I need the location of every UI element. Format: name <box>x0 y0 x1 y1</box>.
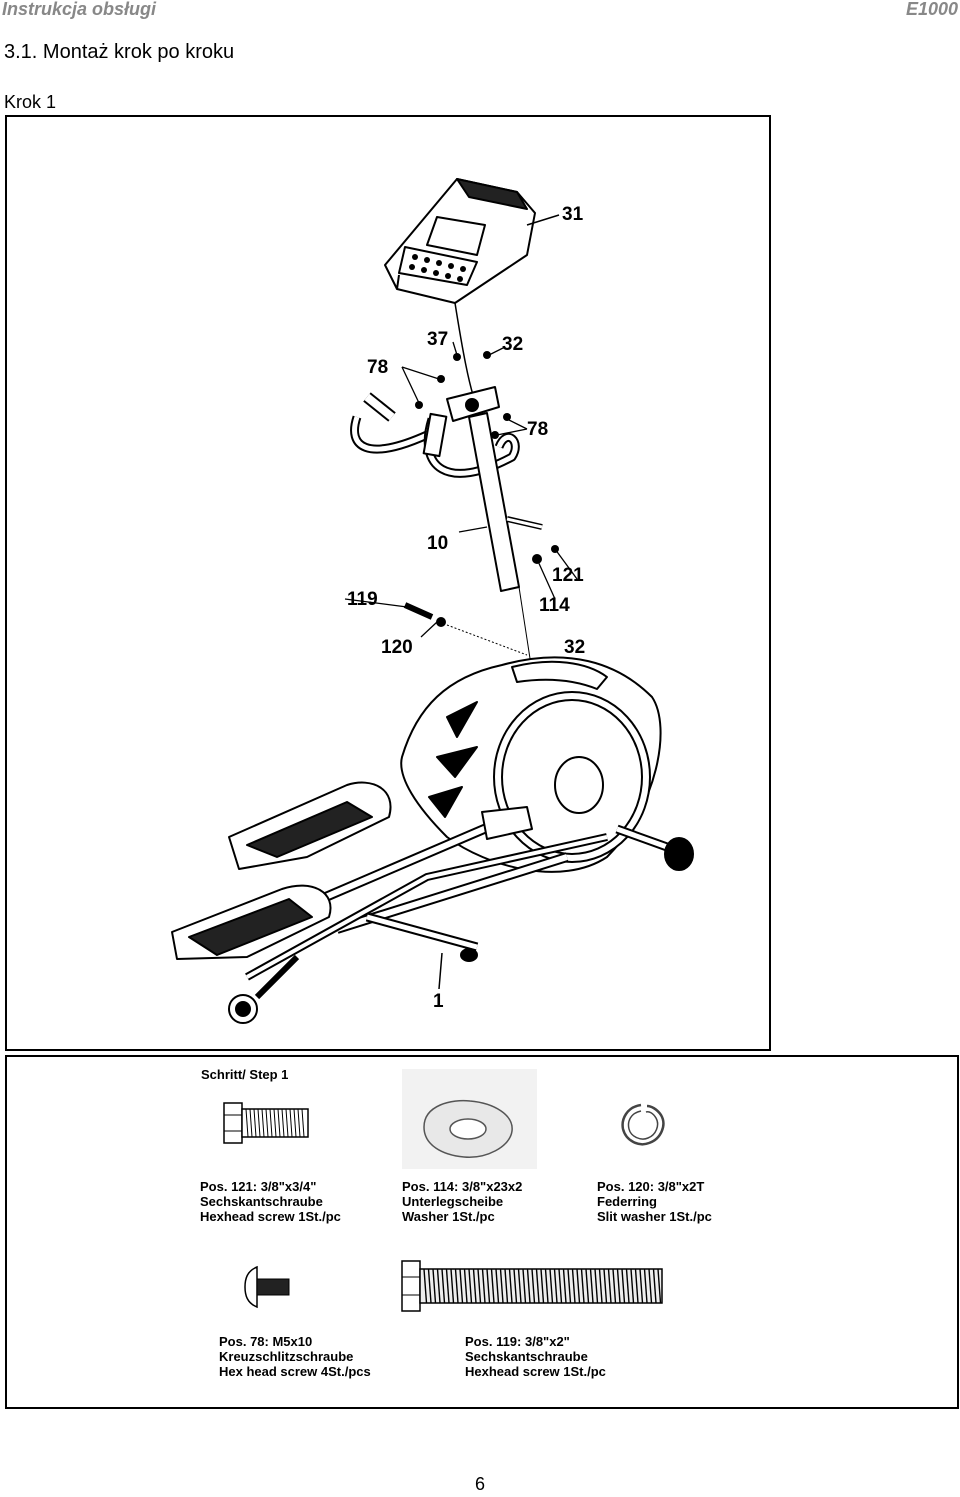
page-number: 6 <box>474 1474 485 1494</box>
elliptical-trainer-drawing: 31 37 32 78 78 10 121 114 119 120 32 1 <box>171 178 694 1024</box>
part-121-label: Pos. 121: 3/8"x3/4" Sechskantschraube He… <box>200 1179 341 1224</box>
callout-37: 37 <box>427 329 448 350</box>
part-114-label: Pos. 114: 3/8"x23x2 Unterlegscheibe Wash… <box>402 1179 523 1224</box>
callout-120: 120 <box>381 637 413 658</box>
callout-31: 31 <box>562 204 584 225</box>
callout-32-bottom: 32 <box>564 637 585 658</box>
section-title: 3.1. Montaż krok po kroku <box>4 41 235 63</box>
callout-78-right: 78 <box>527 419 548 440</box>
callout-121: 121 <box>552 565 584 586</box>
callout-10: 10 <box>427 533 448 554</box>
callout-1: 1 <box>433 991 444 1012</box>
pedal-right-drawing <box>171 884 332 960</box>
callout-32-top: 32 <box>502 334 523 355</box>
step-label: Krok 1 <box>4 92 57 112</box>
console-drawing <box>384 178 536 304</box>
slit-washer-120-icon <box>621 1103 665 1146</box>
parts-list: Schritt/ Step 1 Pos. 121: 3/8"x3/4" Sech… <box>5 1055 959 1409</box>
callout-114: 114 <box>539 595 570 616</box>
callout-78-left: 78 <box>367 357 388 378</box>
hexhead-screw-121-icon <box>223 1102 309 1144</box>
part-78-label: Pos. 78: M5x10 Kreuzschlitzschraube Hex … <box>219 1334 371 1379</box>
pedal-left-drawing <box>228 781 392 870</box>
part-119-label: Pos. 119: 3/8"x2" Sechskantschraube Hexh… <box>465 1334 606 1379</box>
part-120-label: Pos. 120: 3/8"x2T Federring Slit washer … <box>597 1179 712 1224</box>
hexhead-screw-119-icon <box>401 1260 663 1312</box>
header-manual-title: Instrukcja obsługi <box>2 0 157 19</box>
assembly-diagram: 31 37 32 78 78 10 121 114 119 120 32 1 <box>5 115 771 1051</box>
header-model: E1000 <box>905 0 958 19</box>
parts-title: Schritt/ Step 1 <box>201 1067 289 1082</box>
screw-78-icon <box>244 1265 290 1309</box>
washer-114-icon <box>402 1069 537 1169</box>
callout-119: 119 <box>347 589 378 610</box>
